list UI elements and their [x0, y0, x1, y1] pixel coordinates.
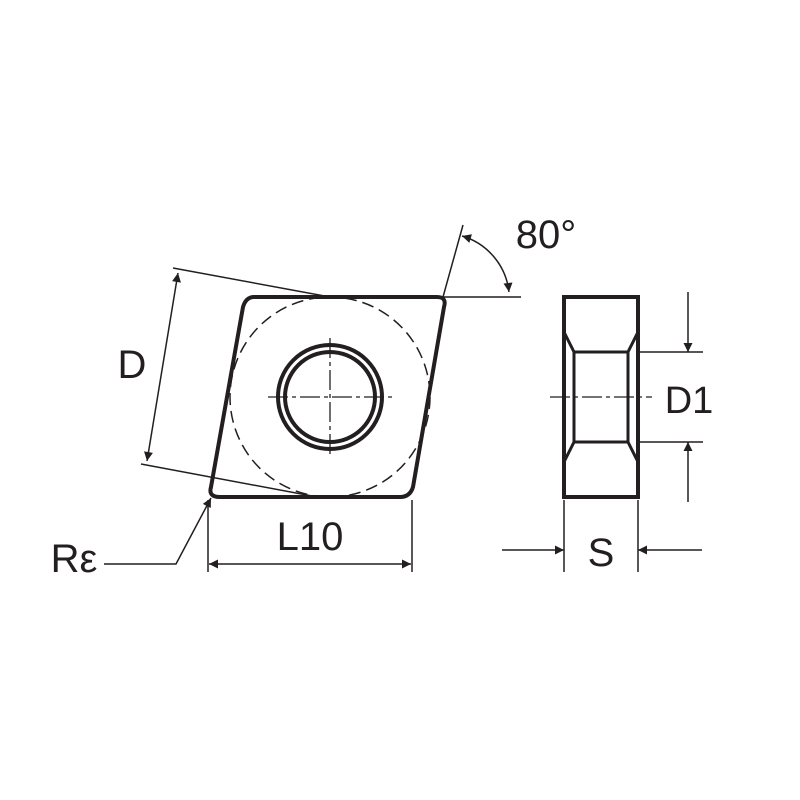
corner-radius-leader: Rε: [51, 497, 212, 581]
dimension-d: D: [118, 267, 331, 497]
angle-extension-line: [442, 224, 464, 298]
d1-label: D1: [665, 380, 714, 422]
s-label: S: [588, 531, 615, 575]
d-label: D: [118, 343, 147, 387]
dimension-angle: 80°: [442, 213, 577, 298]
d-extension-top: [172, 267, 331, 298]
r-epsilon-leader-line: [104, 497, 212, 565]
dimension-s: S: [502, 500, 702, 575]
dimension-d1: D1: [640, 292, 713, 502]
insert-top-view: [208, 295, 447, 499]
angle-arc: [461, 234, 513, 293]
insert-outline: [208, 295, 447, 499]
angle-label: 80°: [516, 213, 577, 257]
r-epsilon-label: Rε: [51, 537, 98, 581]
d-extension-bottom: [140, 463, 313, 497]
insert-side-view: [550, 295, 652, 499]
d-dimension-line: [144, 272, 181, 462]
dimension-l10: L10: [207, 500, 413, 572]
l10-label: L10: [277, 515, 344, 559]
